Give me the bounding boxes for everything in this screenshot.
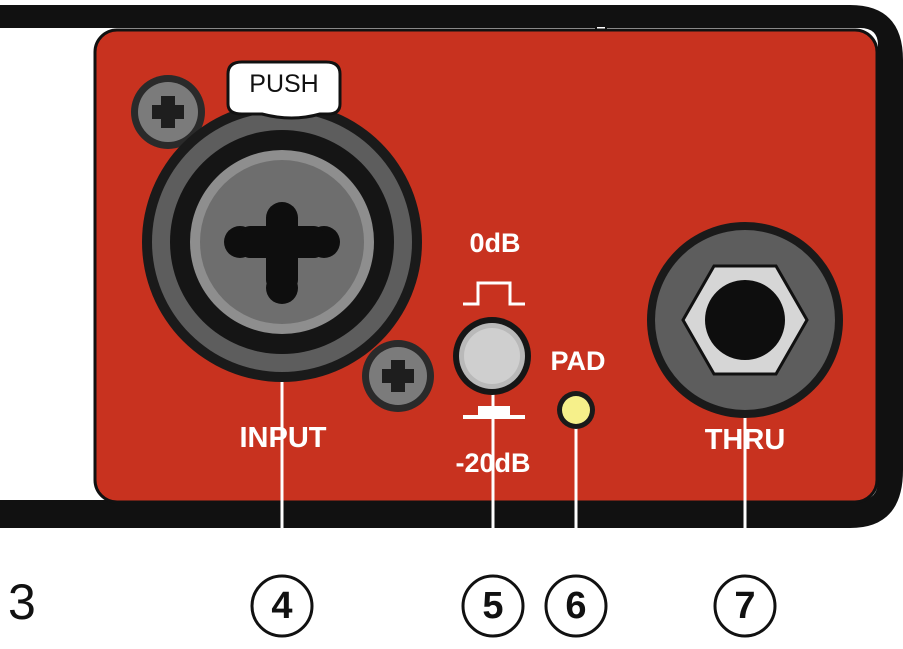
thru-jack[interactable] xyxy=(647,222,843,418)
pad-down-symbol-icon xyxy=(463,406,525,419)
screw-bottom-icon xyxy=(362,340,434,412)
callout-number-4: 4 xyxy=(271,585,293,627)
combo-input-jack[interactable] xyxy=(142,102,422,382)
pad-led-icon xyxy=(557,391,595,429)
push-label: PUSH xyxy=(249,70,319,98)
callout-number-5: 5 xyxy=(482,585,504,627)
input-label: INPUT xyxy=(239,422,327,454)
minus-20db-label: -20dB xyxy=(455,448,531,478)
callout-number-6: 6 xyxy=(565,585,587,627)
callout-circle-4 xyxy=(250,574,314,638)
push-release-tab[interactable] xyxy=(226,60,342,120)
xlr-socket-icon xyxy=(224,202,340,304)
figure-number: 3 xyxy=(8,574,36,630)
pad-button[interactable] xyxy=(453,317,531,395)
callout-circle-5 xyxy=(461,574,525,638)
thru-label: THRU xyxy=(704,424,786,456)
pad-up-symbol-icon xyxy=(463,281,525,306)
callout-circle-6 xyxy=(544,574,608,638)
zero-db-label: 0dB xyxy=(469,228,521,258)
callout-circle-7 xyxy=(713,574,777,638)
callout-leader-lines xyxy=(280,382,747,578)
screw-top-icon xyxy=(131,75,205,149)
pad-label: PAD xyxy=(550,346,606,376)
callout-number-7: 7 xyxy=(734,585,756,627)
